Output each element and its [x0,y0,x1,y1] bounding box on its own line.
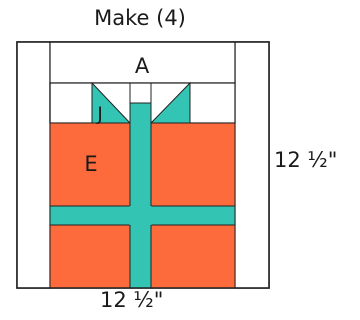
piece-e-label: E [84,152,97,176]
piece-e-top-right [150,122,236,207]
piece-a-label: A [135,54,150,78]
piece-e-bottom-right [150,224,236,289]
ribbon-vertical [129,102,152,289]
right-side-strip [234,41,270,289]
block-heading: Make (4) [94,6,186,30]
left-side-strip [16,41,51,289]
width-dimension: 12 ½" [100,288,164,312]
piece-e-bottom-left [49,224,131,289]
height-dimension: 12 ½" [274,148,338,172]
piece-j-label: J [96,103,103,125]
